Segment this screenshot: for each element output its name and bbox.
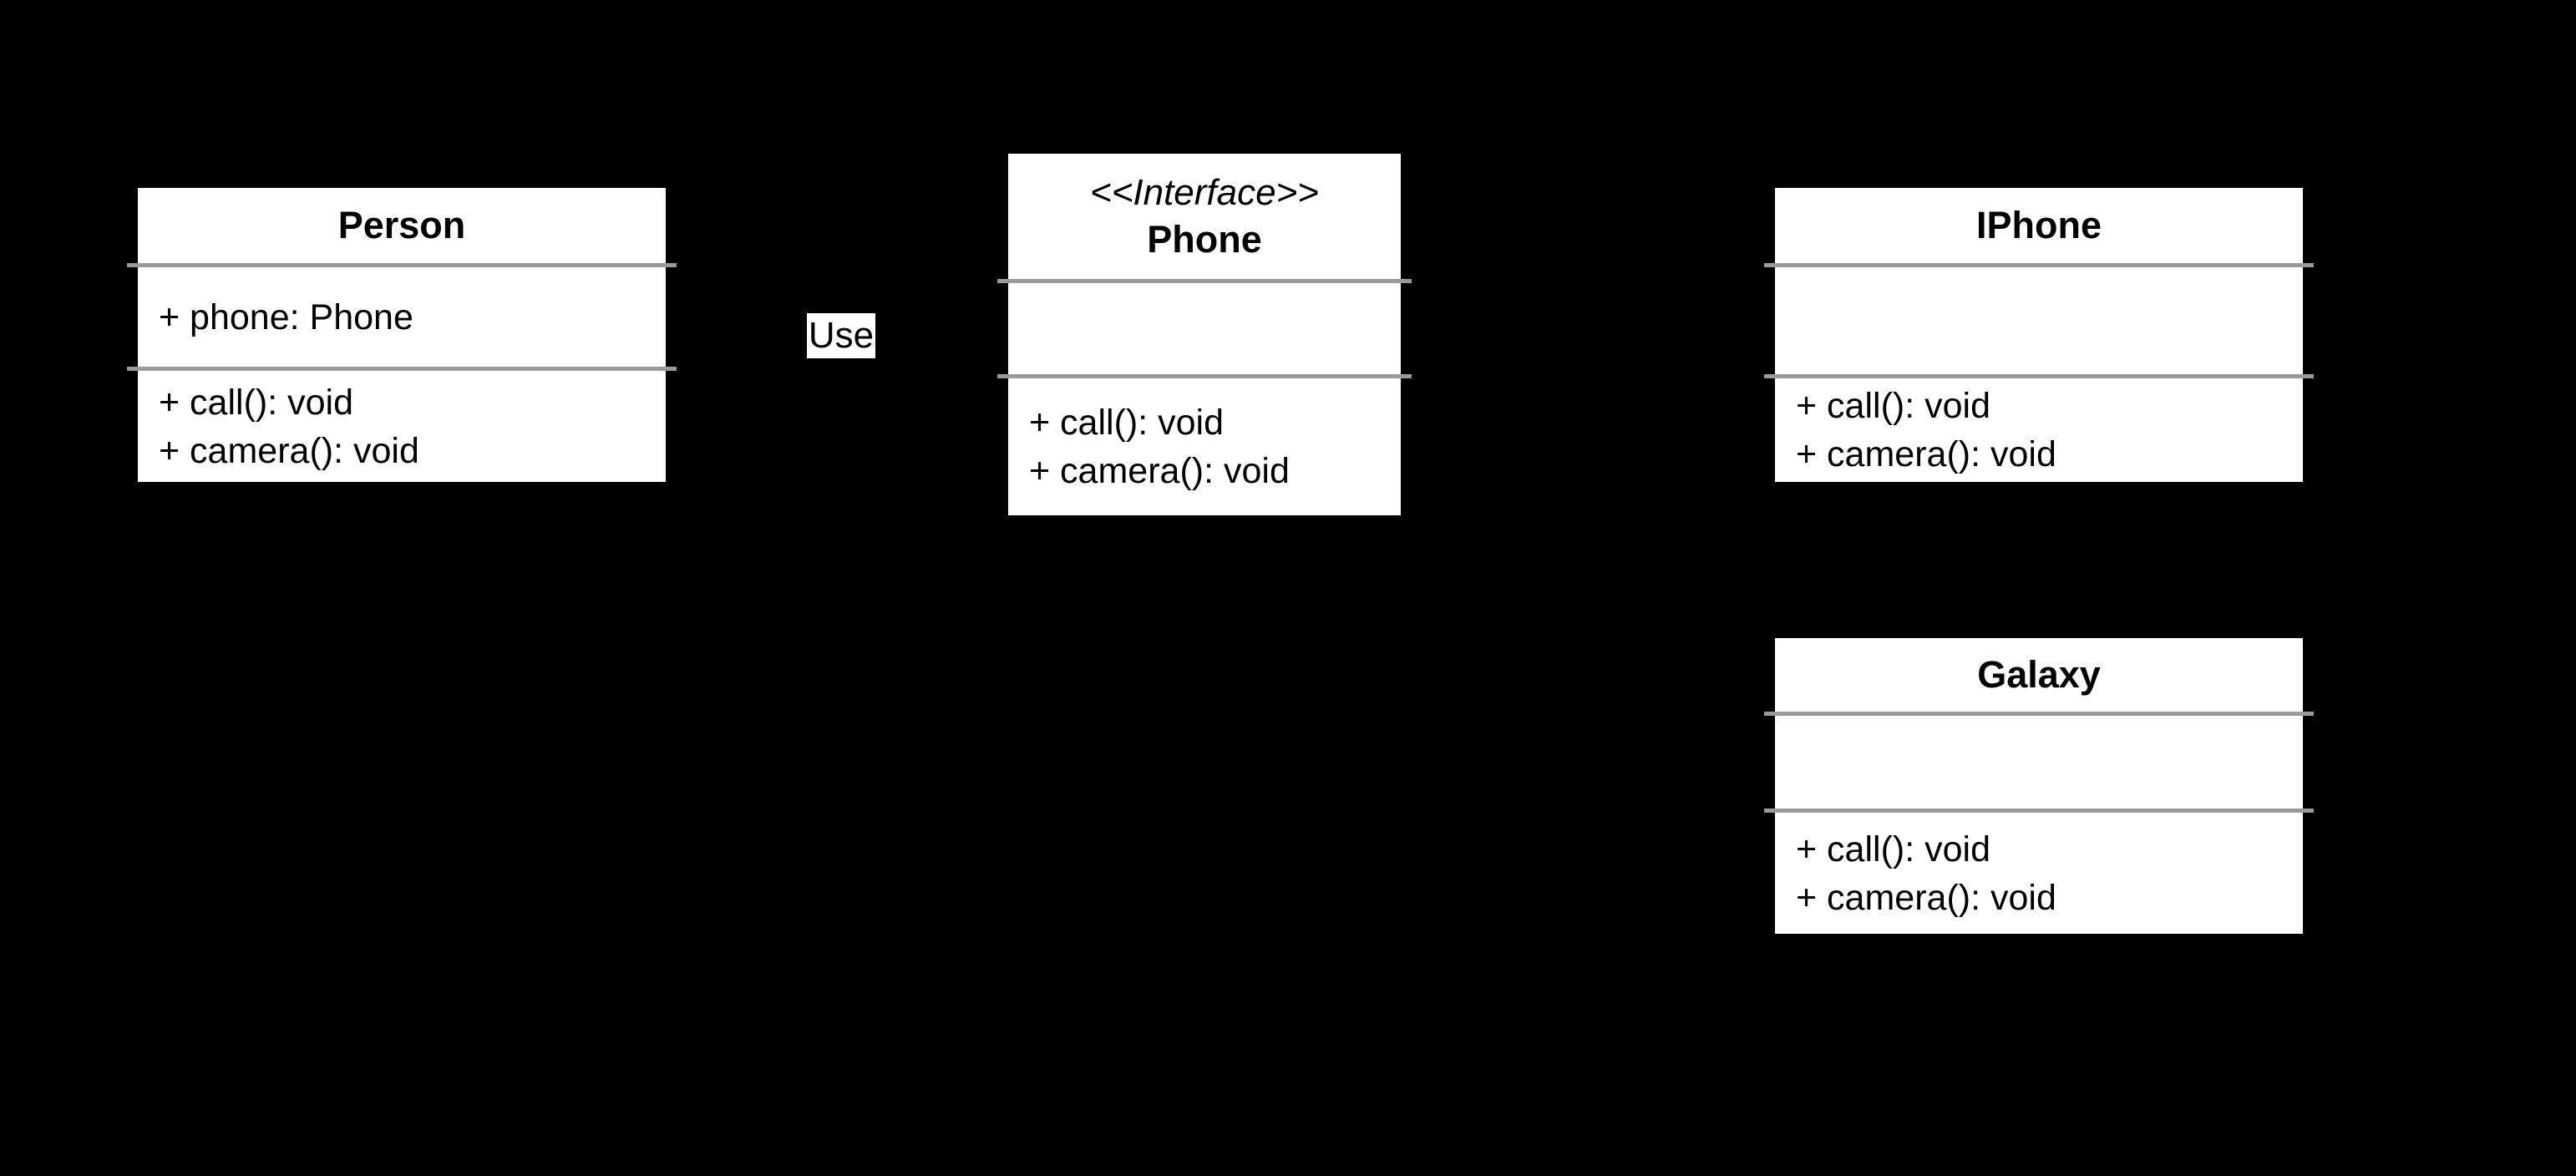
methods-compartment: + call(): void + camera(): void — [138, 371, 666, 482]
class-name: IPhone — [1975, 204, 2102, 246]
class-method: + call(): void — [159, 382, 353, 423]
class-box-galaxy: Galaxy + call(): void + camera(): void — [1764, 636, 2314, 936]
compartment-divider — [1764, 712, 2314, 716]
class-method: + call(): void — [1796, 829, 1990, 869]
class-method: + camera(): void — [159, 430, 419, 471]
class-title-compartment: Person — [138, 188, 666, 263]
class-name: Person — [337, 204, 466, 246]
class-name: Phone — [1147, 218, 1262, 261]
class-title-compartment: <<Interface>> Phone — [1008, 154, 1401, 279]
class-title-compartment: IPhone — [1775, 188, 2303, 263]
class-title-compartment: Galaxy — [1775, 638, 2303, 712]
class-box-phone-interface: <<Interface>> Phone + call(): void + cam… — [997, 151, 1412, 518]
methods-compartment: + call(): void + camera(): void — [1775, 378, 2303, 482]
attributes-compartment: + phone: Phone — [138, 267, 666, 367]
class-name: Galaxy — [1977, 653, 2101, 696]
class-box-iphone: IPhone + call(): void + camera(): void — [1764, 185, 2314, 484]
compartment-divider — [997, 374, 1412, 378]
class-method: + call(): void — [1796, 386, 1990, 426]
attributes-compartment-empty — [1008, 283, 1401, 374]
class-attribute: + phone: Phone — [159, 297, 413, 337]
attributes-compartment-empty — [1775, 267, 2303, 374]
methods-compartment: + call(): void + camera(): void — [1008, 378, 1401, 515]
compartment-divider — [1764, 374, 2314, 378]
class-method: + camera(): void — [1796, 434, 2056, 474]
compartment-divider — [127, 263, 677, 267]
interface-stereotype: <<Interface>> — [1090, 172, 1319, 213]
attributes-compartment-empty — [1775, 716, 2303, 808]
compartment-divider — [127, 367, 677, 371]
class-method: + camera(): void — [1796, 877, 2056, 918]
compartment-divider — [997, 279, 1412, 283]
compartment-divider — [1764, 808, 2314, 813]
class-box-person: Person + phone: Phone + call(): void + c… — [127, 185, 677, 484]
methods-compartment: + call(): void + camera(): void — [1775, 813, 2303, 934]
dependency-label-use: Use — [807, 313, 875, 358]
class-method: + camera(): void — [1029, 451, 1290, 491]
class-method: + call(): void — [1029, 403, 1224, 443]
compartment-divider — [1764, 263, 2314, 267]
